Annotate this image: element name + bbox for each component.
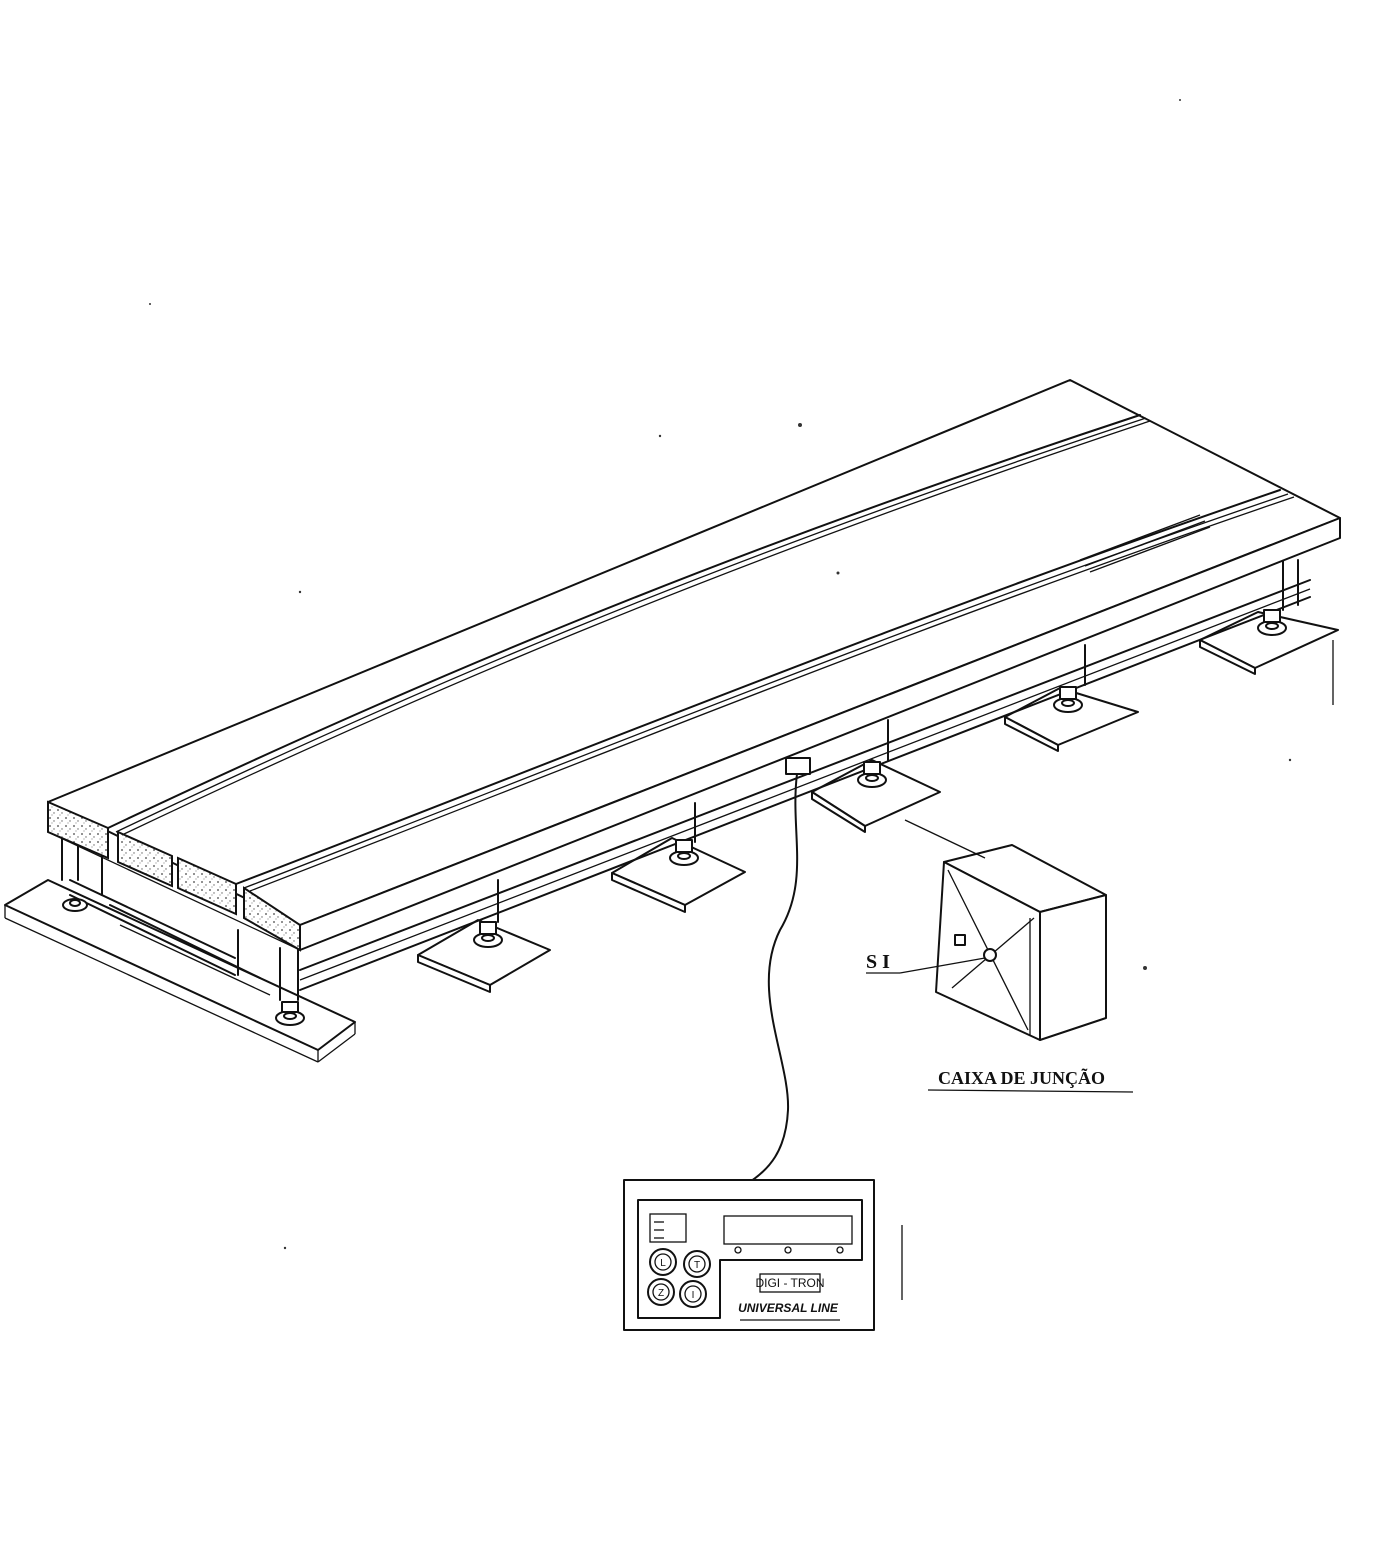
svg-text:L: L	[660, 1258, 666, 1269]
indicator-status-panel	[649, 1213, 687, 1243]
junction-box	[904, 819, 1107, 1041]
indicator-display	[723, 1215, 853, 1245]
scan-specks	[149, 99, 1334, 1300]
key-l-button[interactable]: L	[649, 1248, 677, 1276]
svg-text:I: I	[692, 1290, 695, 1301]
svg-text:Z: Z	[658, 1288, 664, 1299]
si-callout: S I	[866, 951, 986, 974]
load-cells	[62, 609, 1287, 1026]
si-label: S I	[866, 951, 890, 973]
indicator-line-name: UNIVERSAL LINE	[738, 1301, 839, 1315]
load-cell	[275, 1001, 305, 1026]
cable-to-indicator	[744, 757, 811, 1186]
load-cell	[62, 898, 88, 912]
indicator-keypad: L T Z I	[647, 1248, 711, 1308]
load-cell	[1257, 609, 1287, 636]
weighing-indicator: L T Z I DIGI - TRON UNIVERSAL LINE	[623, 1179, 875, 1331]
key-z-button[interactable]: Z	[647, 1278, 675, 1306]
weighing-platform	[47, 379, 1341, 952]
load-cell	[857, 761, 887, 788]
junction-box-gland	[954, 934, 966, 946]
indicator-brand: DIGI - TRON	[755, 1276, 824, 1290]
deck-end-slabs	[47, 800, 301, 952]
load-cell	[1053, 686, 1083, 713]
key-t-button[interactable]: T	[683, 1250, 711, 1278]
deck-joint-lines	[107, 414, 1295, 892]
junction-box-label: CAIXA DE JUNÇÃO	[938, 1067, 1105, 1088]
load-cell	[669, 839, 699, 866]
steel-frame	[61, 559, 1311, 1001]
load-cell	[473, 921, 503, 948]
key-i-button[interactable]: I	[679, 1280, 707, 1308]
svg-text:T: T	[694, 1260, 700, 1271]
